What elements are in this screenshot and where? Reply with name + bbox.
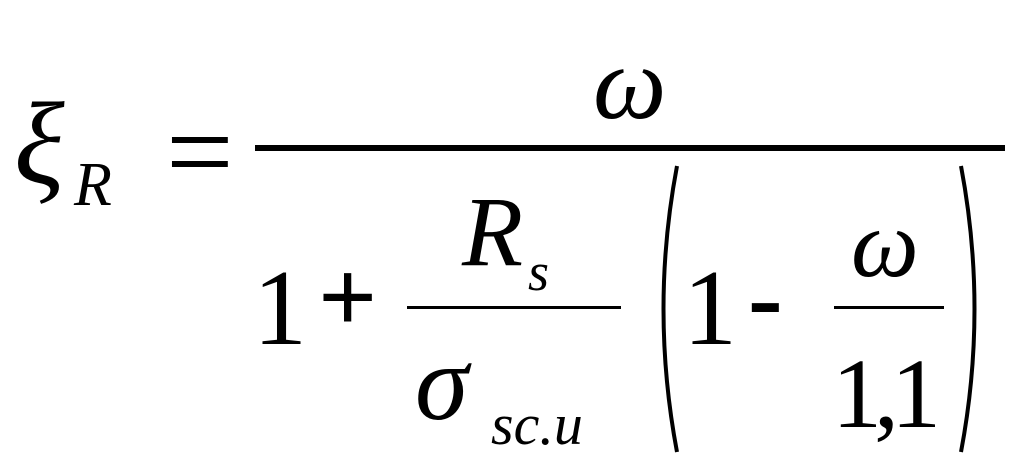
inner-numerator-subscript: s [528,242,550,302]
denominator-one: 1 [253,249,307,368]
paren-fraction-bar [834,306,944,309]
minus-sign: - [748,240,783,355]
left-parenthesis [661,165,679,453]
inner-denominator-subscript: sc.u [491,392,583,457]
inner-numerator-r: R [462,176,524,287]
xi-subscript: R [74,151,112,219]
xi-symbol: ξ [14,78,65,209]
main-fraction-bar [255,145,1005,151]
paren-fraction-omega: ω [851,190,919,297]
main-numerator-omega: ω [593,26,667,141]
paren-one: 1 [683,249,737,368]
paren-fraction-denominator: 1,1 [832,338,941,449]
equals-sign: = [166,85,234,218]
plus-sign: + [318,240,378,355]
inner-denominator-sigma: σ [415,324,469,443]
right-parenthesis [959,165,977,453]
inner-fraction-bar [407,306,621,309]
